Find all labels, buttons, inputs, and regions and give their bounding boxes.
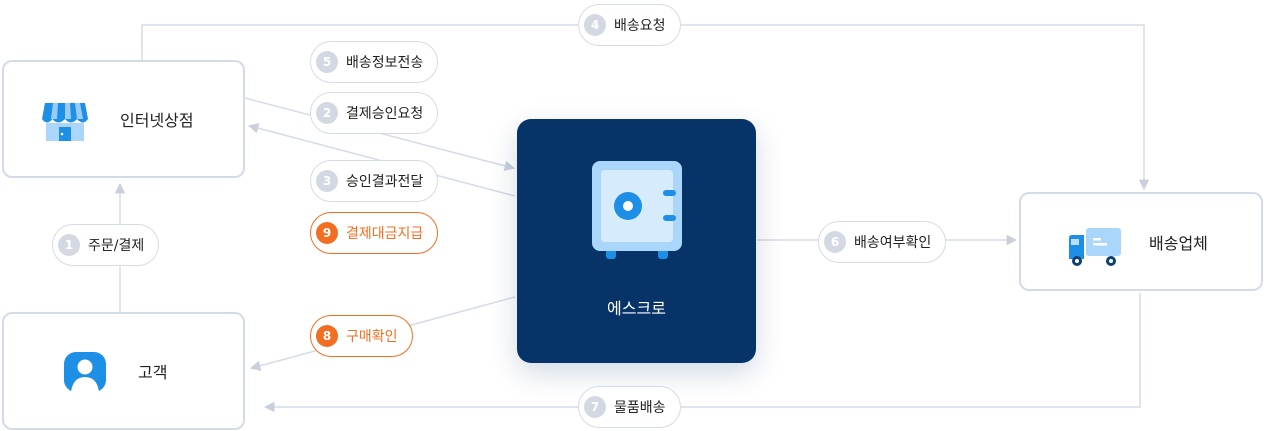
step-badge: 1 bbox=[58, 234, 80, 256]
escrow-label: 에스크로 bbox=[607, 299, 666, 318]
step-text: 물품배송 bbox=[614, 400, 666, 416]
step-text: 주문/결제 bbox=[88, 238, 145, 254]
truck-icon bbox=[1069, 228, 1121, 266]
user-icon bbox=[64, 352, 106, 392]
step-text: 배송정보전송 bbox=[346, 55, 424, 71]
step-text: 구매확인 bbox=[346, 329, 398, 345]
step-text: 결제대금지급 bbox=[346, 226, 424, 242]
step-6-label: 6 배송여부확인 bbox=[818, 221, 947, 263]
node-escrow: 에스크로 bbox=[517, 119, 756, 363]
shop-label: 인터넷상점 bbox=[120, 111, 194, 130]
step-badge: 2 bbox=[316, 102, 338, 124]
step-badge: 9 bbox=[316, 222, 338, 244]
step-text: 배송요청 bbox=[614, 18, 666, 34]
step-badge: 4 bbox=[584, 14, 606, 36]
delivery-label: 배송업체 bbox=[1149, 233, 1208, 253]
step-text: 배송여부확인 bbox=[854, 235, 932, 251]
node-customer: 고객 bbox=[2, 312, 245, 430]
step-5-label: 5 배송정보전송 bbox=[310, 41, 439, 83]
step-7-label: 7 물품배송 bbox=[578, 386, 681, 428]
step-badge: 7 bbox=[584, 396, 606, 418]
step-badge: 5 bbox=[316, 51, 338, 73]
step-badge: 3 bbox=[316, 170, 338, 192]
step-3-label: 3 승인결과전달 bbox=[310, 160, 439, 202]
step-2-label: 2 결제승인요청 bbox=[310, 92, 439, 134]
step-1-label: 1 주문/결제 bbox=[52, 224, 160, 266]
arrow-delivery-to-customer bbox=[263, 293, 1141, 413]
step-text: 승인결과전달 bbox=[346, 174, 424, 190]
node-delivery: 배송업체 bbox=[1019, 192, 1263, 291]
step-badge: 6 bbox=[824, 231, 846, 253]
step-8-label: 8 구매확인 bbox=[310, 315, 413, 357]
customer-label: 고객 bbox=[138, 363, 168, 382]
step-badge: 8 bbox=[316, 325, 338, 347]
safe-icon bbox=[592, 161, 682, 259]
step-9-label: 9 결제대금지급 bbox=[310, 212, 439, 254]
storefront-icon bbox=[42, 103, 88, 141]
step-text: 결제승인요청 bbox=[346, 106, 424, 122]
node-shop: 인터넷상점 bbox=[2, 60, 245, 178]
step-4-label: 4 배송요청 bbox=[578, 4, 681, 46]
